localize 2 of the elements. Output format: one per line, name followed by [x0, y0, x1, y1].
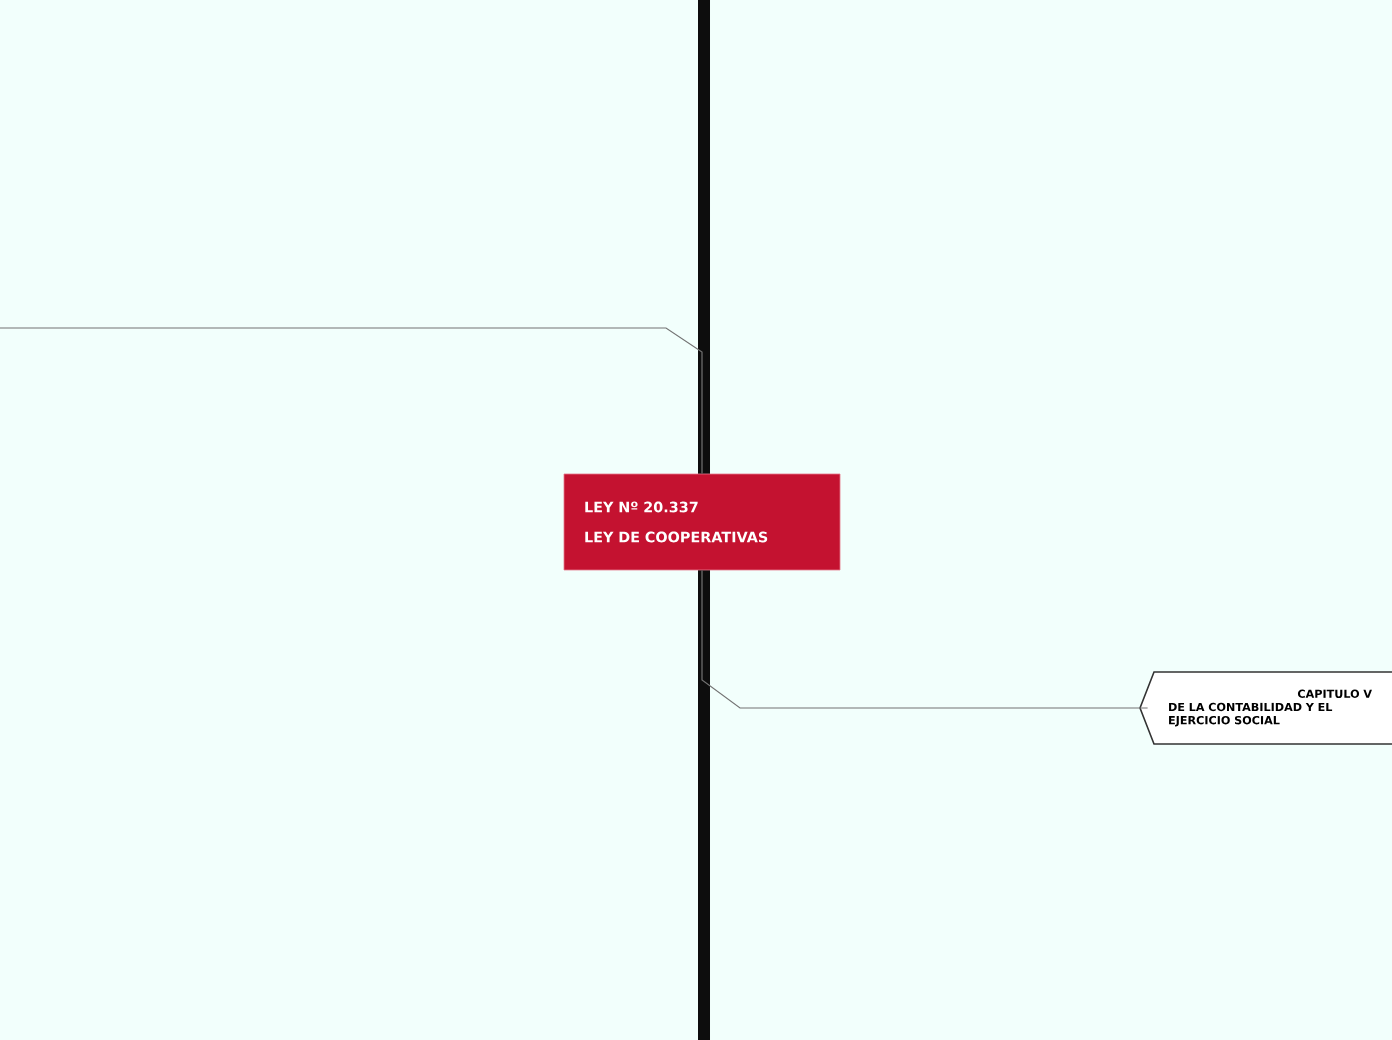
branch-line [701, 569, 1149, 709]
branch-line [0, 327, 703, 475]
